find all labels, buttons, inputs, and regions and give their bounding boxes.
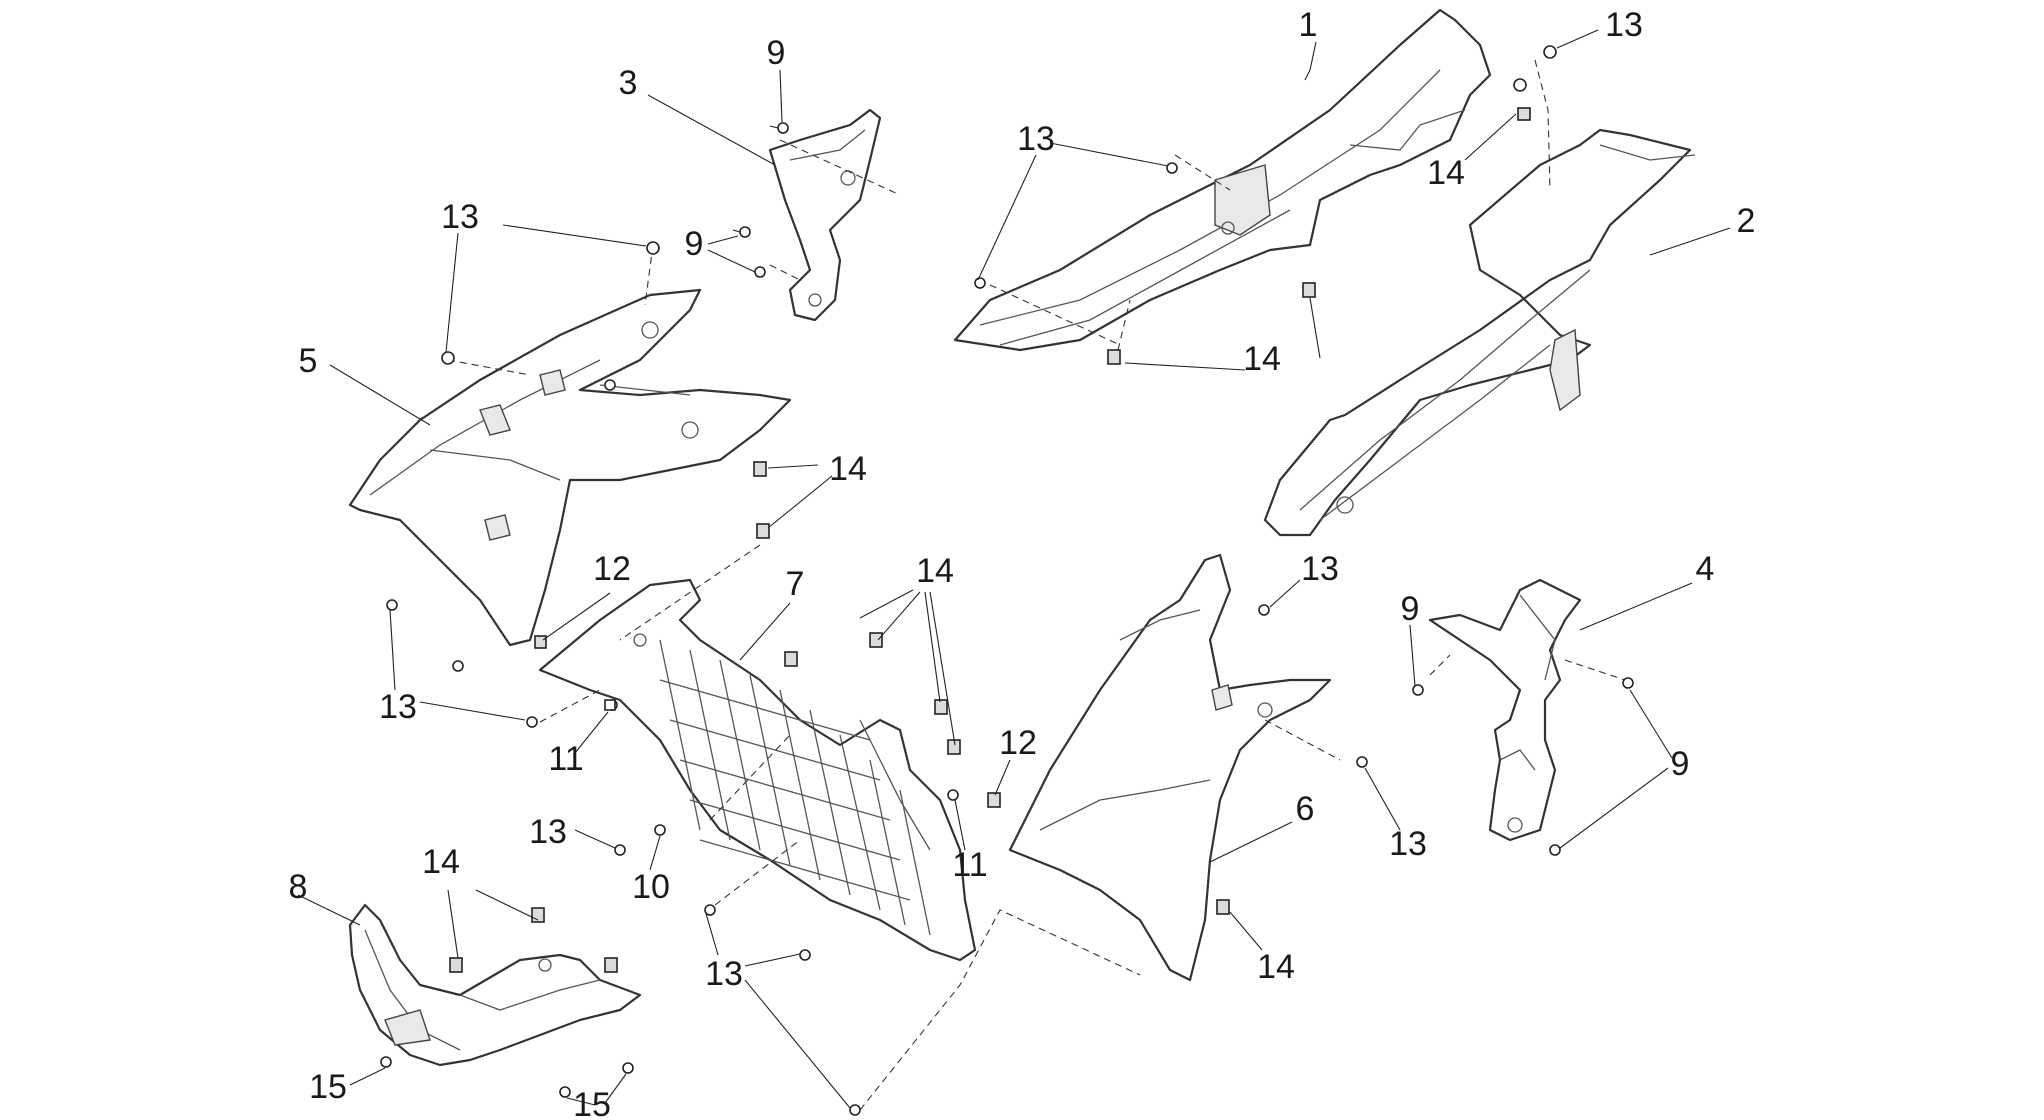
- screw-13-d: [1166, 162, 1178, 174]
- clip-14-j: [1216, 899, 1230, 915]
- callout-5: 5: [299, 342, 318, 380]
- screw-9-mid: [732, 226, 751, 238]
- callout-13-left: 13: [379, 688, 417, 726]
- screw-13-p: [849, 1104, 861, 1116]
- callout-14-center: 14: [916, 552, 954, 590]
- clip-14-d: [753, 461, 767, 477]
- clip-14-a: [1302, 282, 1316, 298]
- callout-10: 10: [632, 868, 670, 906]
- clip-12-b: [987, 792, 1001, 808]
- part-8-belly-pan: [348, 903, 642, 1067]
- callout-13-lower-right: 13: [1389, 825, 1427, 863]
- screw-9-right-b: [1622, 677, 1634, 689]
- clip-14-b: [1107, 349, 1121, 365]
- part-1-rear-upper-cover: [953, 8, 1492, 352]
- screw-9-right-c: [1549, 844, 1561, 856]
- screw-13-c: [604, 379, 616, 391]
- clip-14-m: [604, 957, 618, 973]
- callout-14-upper-center: 14: [1243, 340, 1281, 378]
- screw-15-a: [380, 1056, 392, 1068]
- clip-14-e: [756, 523, 770, 539]
- clip-11-a: [604, 699, 616, 711]
- screw-13-k: [1258, 604, 1270, 616]
- screw-13-i: [452, 660, 464, 672]
- screw-13-h: [386, 599, 398, 611]
- clip-12-a: [534, 635, 547, 649]
- callout-15-right: 15: [573, 1086, 611, 1120]
- callout-9-right-lower: 9: [1671, 745, 1690, 783]
- callout-13-bottom: 13: [705, 955, 743, 993]
- clip-14-c: [1517, 107, 1531, 121]
- part-5-front-fairing: [348, 288, 792, 647]
- clip-14-f: [784, 651, 798, 667]
- screw-9-low: [754, 266, 766, 278]
- callout-labels: 1 2 3 4 5 6 7 8 9 9 9 9 10 11 11 12 12 1…: [289, 6, 1756, 1120]
- part-7-radiator-grille: [538, 578, 977, 962]
- assembly-dash-lines: [447, 59, 1626, 1111]
- clip-14-l: [449, 957, 463, 973]
- part-6-right-side-cover: [1008, 553, 1332, 982]
- screw-13-o: [799, 949, 811, 961]
- screw-13-m: [614, 844, 626, 856]
- part-3-upper-bracket: [768, 108, 882, 322]
- screw-13-b: [441, 351, 455, 365]
- callout-12-left: 12: [593, 550, 631, 588]
- screw-15-b: [559, 1086, 571, 1098]
- callout-13-lower-left: 13: [529, 813, 567, 851]
- callout-8: 8: [289, 868, 308, 906]
- screw-13-j: [526, 716, 538, 728]
- part-4-right-bracket: [1428, 578, 1582, 842]
- clip-14-h: [934, 699, 948, 715]
- callout-13-top-right: 13: [1605, 6, 1643, 44]
- callout-9-right-upper: 9: [1401, 590, 1420, 628]
- screw-13-a: [646, 241, 660, 255]
- callout-13-top-left: 13: [441, 198, 479, 236]
- callout-14-top-right: 14: [1427, 154, 1465, 192]
- callout-11-left: 11: [548, 740, 583, 778]
- screw-13-g: [1513, 78, 1527, 92]
- callout-4: 4: [1696, 550, 1715, 588]
- callout-13-mid-right: 13: [1301, 550, 1339, 588]
- screw-15-c: [622, 1062, 634, 1074]
- callout-9-left: 9: [685, 225, 704, 263]
- callout-14-lower-left: 14: [422, 843, 460, 881]
- callout-2: 2: [1737, 202, 1756, 240]
- screw-11-b: [947, 789, 959, 801]
- callout-15-left: 15: [309, 1068, 347, 1106]
- callout-9-top: 9: [767, 34, 786, 72]
- callout-13-top-center: 13: [1017, 120, 1055, 158]
- screw-9-right-a: [1412, 684, 1424, 696]
- screw-13-f: [1543, 45, 1557, 59]
- part-2-rear-side-panel: [1263, 128, 1696, 537]
- callout-7: 7: [786, 565, 805, 603]
- fasteners: [380, 45, 1634, 1116]
- callout-14-left: 14: [829, 450, 867, 488]
- screw-9-top: [769, 122, 789, 134]
- screw-13-l: [1356, 756, 1368, 768]
- callout-3: 3: [619, 64, 638, 102]
- callout-12-right: 12: [999, 724, 1037, 762]
- callout-1: 1: [1299, 6, 1318, 44]
- clip-14-g: [869, 632, 883, 648]
- callout-6: 6: [1296, 790, 1315, 828]
- callout-11-right: 11: [952, 846, 987, 884]
- callout-14-lower-right: 14: [1257, 948, 1295, 986]
- screw-10: [654, 824, 666, 836]
- screw-13-e: [974, 277, 986, 289]
- leader-lines: [297, 29, 1731, 1109]
